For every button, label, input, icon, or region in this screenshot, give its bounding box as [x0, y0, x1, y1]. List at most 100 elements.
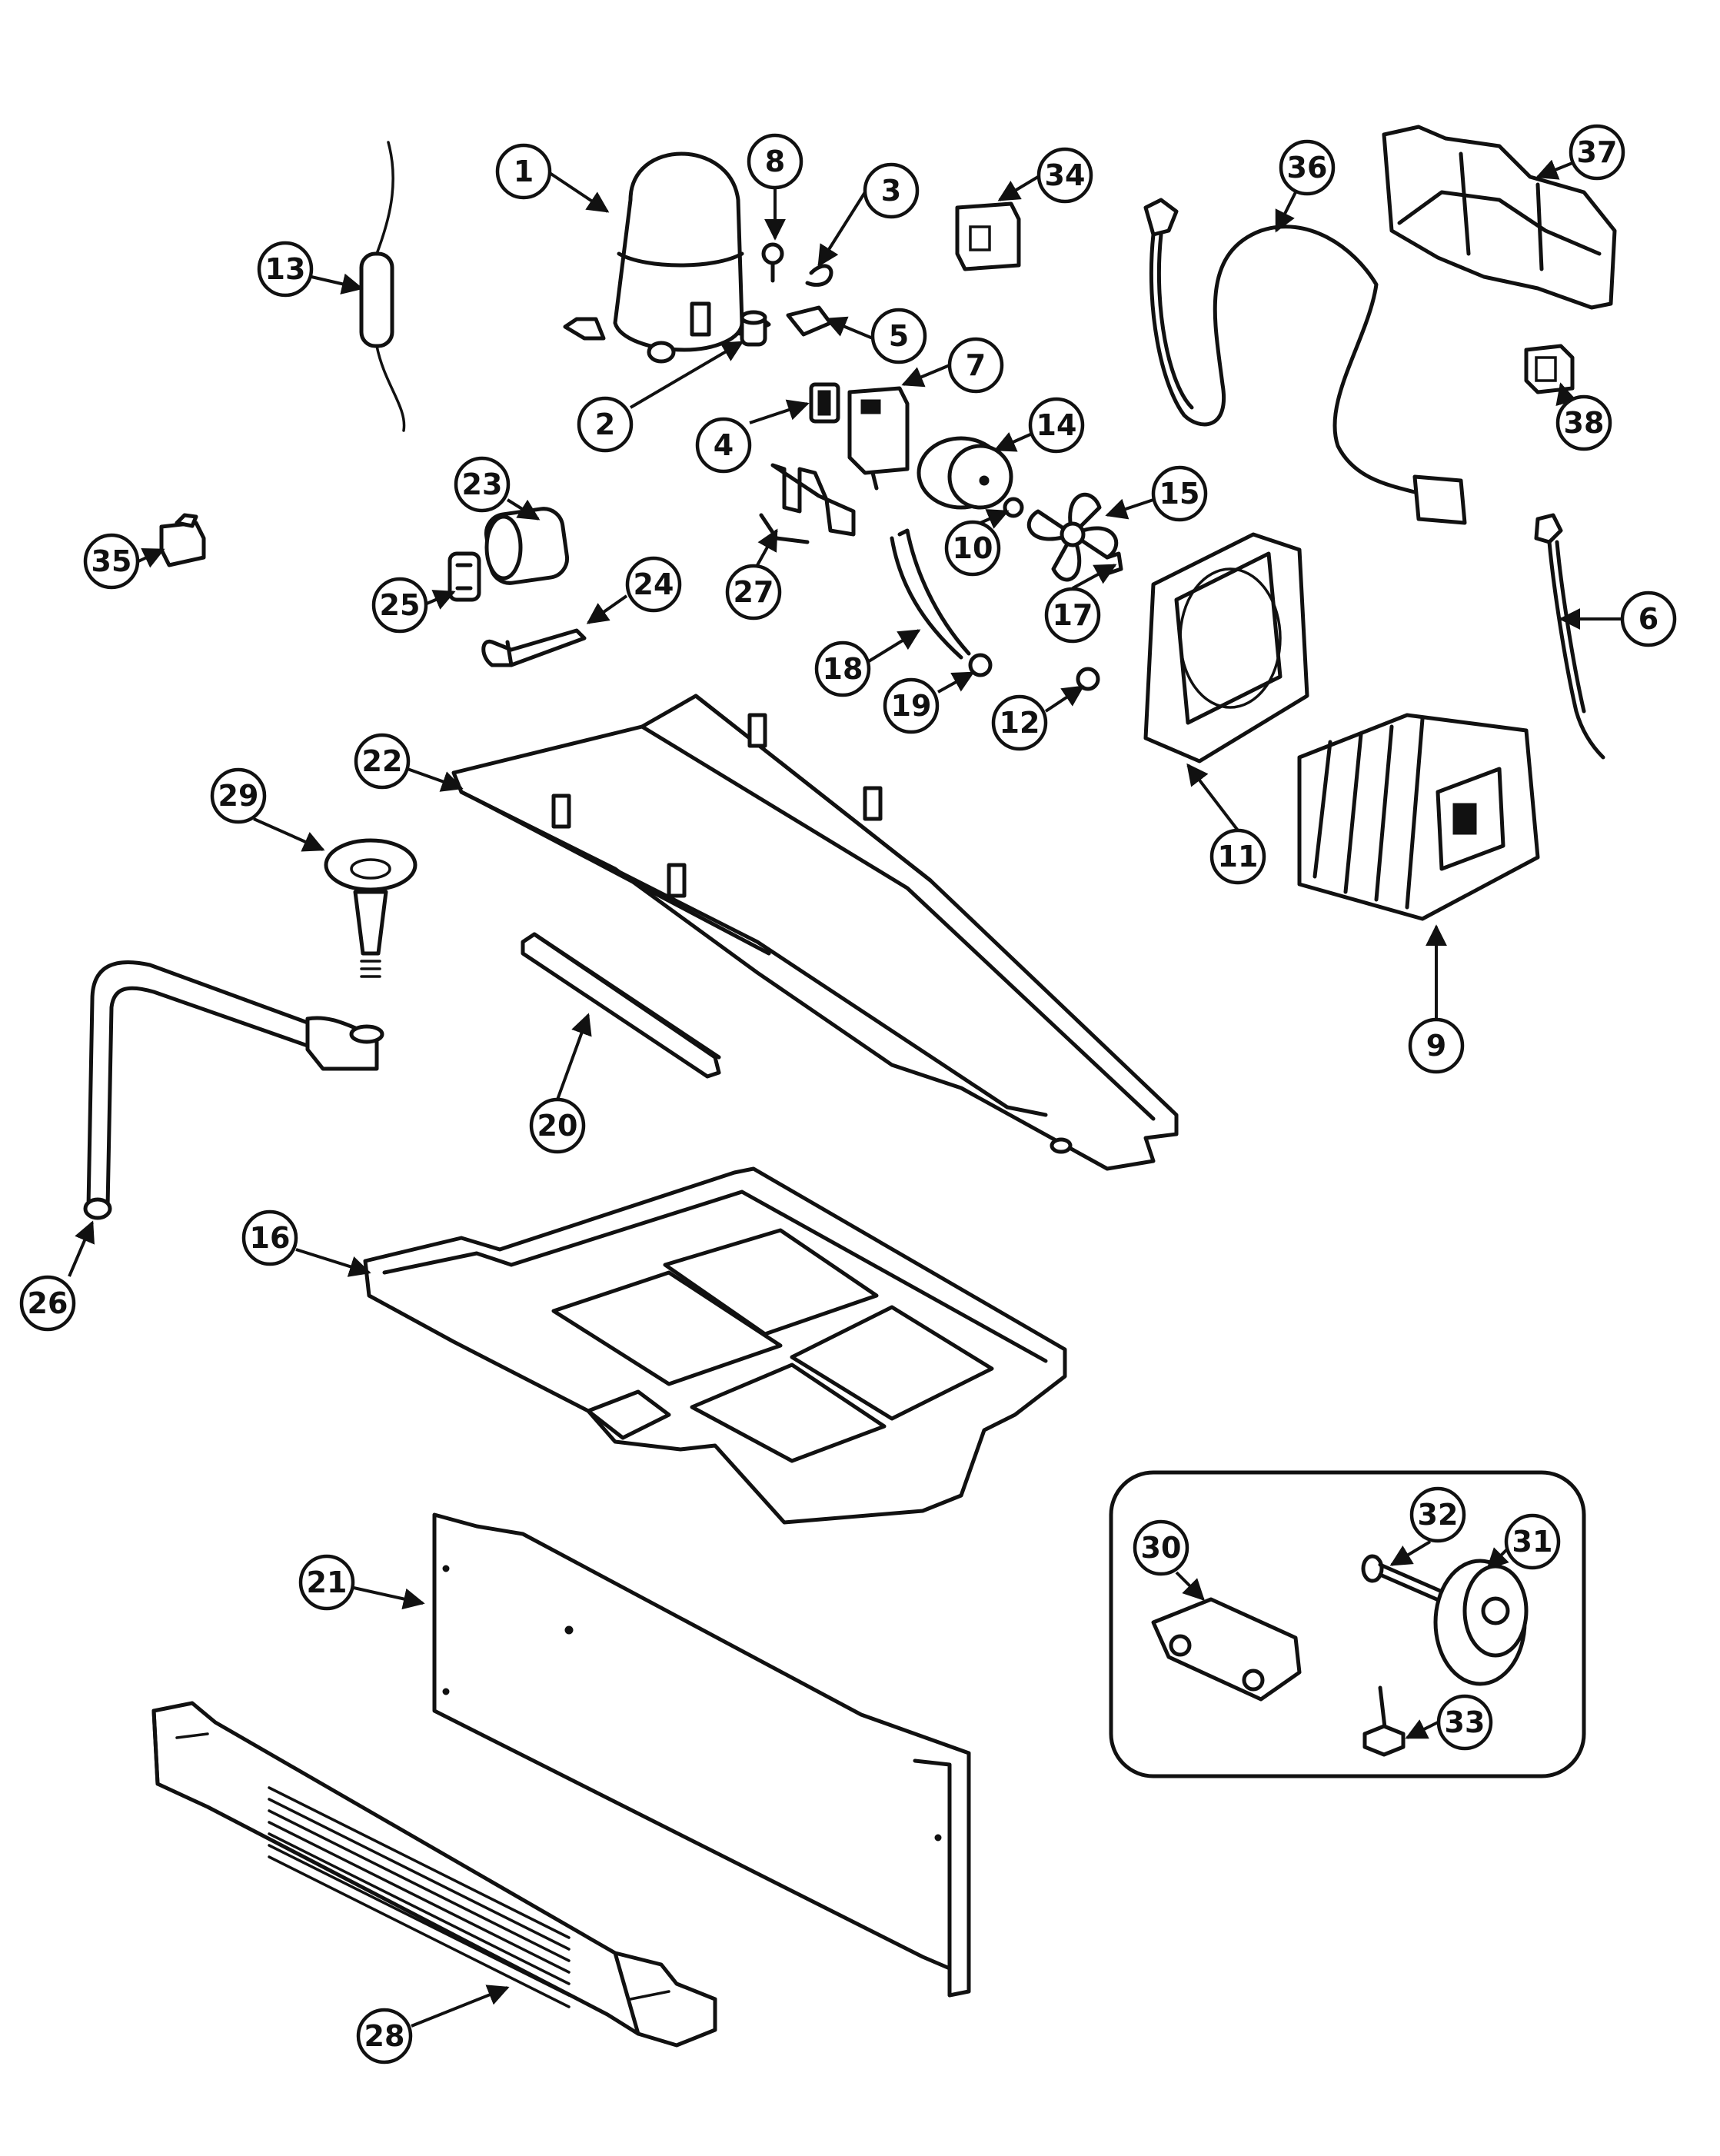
channel-part — [521, 932, 721, 1079]
callout-36: 36 — [1279, 139, 1336, 196]
toe-grille-part — [151, 1701, 717, 2048]
svg-text:36: 36 — [1287, 151, 1328, 185]
leader-lines — [68, 159, 1622, 2028]
drain-funnel-part — [324, 838, 418, 978]
svg-text:11: 11 — [1218, 840, 1259, 873]
callout-33: 33 — [1436, 1694, 1493, 1751]
callout-20: 20 — [529, 1097, 586, 1154]
callout-28: 28 — [356, 2008, 413, 2065]
leveler-part — [1362, 1685, 1406, 1757]
svg-text:28: 28 — [364, 2019, 405, 2053]
callout-15: 15 — [1151, 465, 1208, 522]
callout-8: 8 — [747, 133, 803, 190]
relay-block-part — [955, 201, 1021, 271]
svg-text:29: 29 — [218, 779, 259, 813]
svg-text:27: 27 — [734, 575, 774, 609]
screw-part — [761, 242, 784, 283]
svg-text:1: 1 — [514, 155, 534, 188]
relay-part — [809, 382, 840, 424]
callout-37: 37 — [1569, 124, 1625, 181]
callout-29: 29 — [210, 767, 267, 824]
callout-27: 27 — [725, 564, 782, 621]
callout-21: 21 — [298, 1554, 355, 1611]
svg-text:12: 12 — [1000, 706, 1040, 740]
nut-part-2 — [1076, 667, 1100, 691]
callout-34: 34 — [1036, 147, 1093, 204]
callout-16: 16 — [241, 1209, 298, 1266]
svg-text:22: 22 — [362, 744, 403, 778]
svg-text:4: 4 — [714, 428, 734, 462]
svg-text:34: 34 — [1045, 158, 1086, 192]
drain-tube-part — [83, 960, 384, 1220]
svg-text:35: 35 — [91, 544, 132, 578]
roller-bracket-part — [1151, 1597, 1302, 1702]
svg-text:31: 31 — [1512, 1525, 1553, 1559]
callout-12: 12 — [991, 694, 1048, 751]
callout-14: 14 — [1028, 397, 1085, 454]
relay-cover-part — [786, 305, 833, 337]
washer-part — [1003, 497, 1024, 518]
callout-6: 6 — [1620, 591, 1677, 647]
svg-text:6: 6 — [1638, 602, 1658, 636]
callout-23: 23 — [454, 456, 511, 513]
cord-part — [1534, 513, 1605, 760]
svg-text:14: 14 — [1036, 408, 1077, 442]
access-panel-part — [432, 1512, 971, 1998]
callout-18: 18 — [814, 640, 871, 697]
callout-13: 13 — [257, 241, 314, 298]
svg-text:10: 10 — [953, 531, 993, 565]
control-housing-part — [1382, 125, 1617, 310]
svg-text:25: 25 — [380, 588, 421, 622]
callout-17: 17 — [1044, 587, 1101, 644]
svg-text:16: 16 — [250, 1221, 291, 1255]
callout-5: 5 — [870, 308, 927, 364]
connector-part — [447, 551, 481, 602]
svg-text:20: 20 — [537, 1109, 578, 1143]
svg-text:5: 5 — [889, 319, 909, 353]
nut-part — [968, 653, 993, 677]
roller-part — [1433, 1559, 1529, 1686]
callout-10: 10 — [944, 520, 1001, 577]
callout-35: 35 — [83, 533, 140, 590]
svg-text:15: 15 — [1159, 477, 1200, 511]
svg-text:21: 21 — [307, 1565, 348, 1599]
overload-part — [847, 386, 910, 491]
svg-text:8: 8 — [765, 145, 785, 178]
callout-30: 30 — [1133, 1519, 1189, 1576]
fan-shroud-part — [1143, 532, 1309, 764]
base-platform-part — [451, 694, 1179, 1171]
drain-pan-part — [363, 1166, 1067, 1525]
callout-22: 22 — [354, 733, 411, 790]
pin-part — [1361, 1554, 1448, 1605]
callout-3: 3 — [863, 162, 920, 219]
svg-text:32: 32 — [1418, 1498, 1459, 1532]
callout-2: 2 — [577, 396, 634, 453]
svg-text:38: 38 — [1564, 406, 1605, 440]
callout-9: 9 — [1408, 1017, 1465, 1074]
svg-text:23: 23 — [462, 467, 503, 501]
svg-text:3: 3 — [881, 174, 901, 208]
capacitor-part — [484, 507, 570, 585]
capacitor-bracket-part — [481, 628, 587, 667]
compressor-part — [563, 151, 771, 364]
inset-box — [1109, 1470, 1586, 1778]
callout-11: 11 — [1209, 828, 1266, 885]
svg-text:13: 13 — [265, 252, 306, 286]
svg-text:19: 19 — [891, 689, 932, 723]
strap-part — [890, 528, 971, 660]
callout-31: 31 — [1504, 1513, 1561, 1570]
grommet-part — [740, 310, 767, 347]
svg-text:18: 18 — [823, 652, 863, 686]
svg-text:7: 7 — [966, 348, 986, 382]
callout-26: 26 — [19, 1275, 76, 1332]
svg-text:17: 17 — [1053, 598, 1093, 632]
callout-25: 25 — [371, 577, 428, 634]
svg-text:9: 9 — [1426, 1029, 1446, 1063]
clip-part — [805, 264, 833, 287]
condenser-part — [1297, 713, 1540, 921]
callout-7: 7 — [947, 337, 1004, 394]
callout-19: 19 — [883, 677, 940, 734]
power-cord-part — [1143, 198, 1467, 525]
callout-4: 4 — [695, 417, 752, 474]
